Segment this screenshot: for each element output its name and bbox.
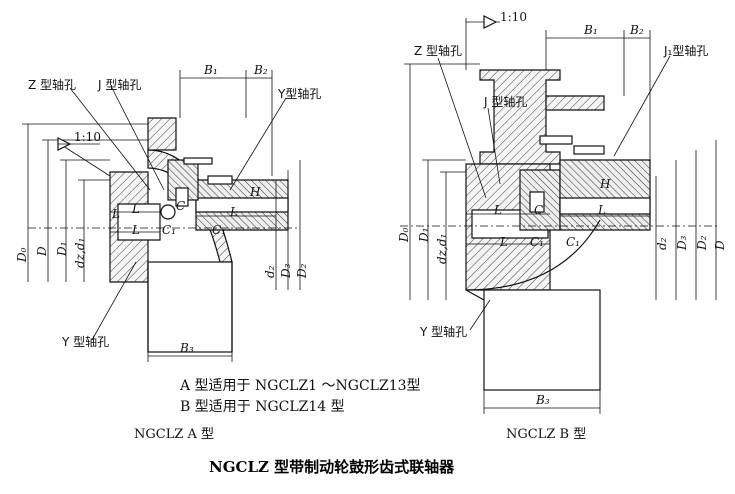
fig-a-y-bore-bottom-label: Y 型轴孔 — [62, 335, 110, 349]
applicability-note-a: A 型适用于 NGCLZ1 ～NGCLZ13型 — [180, 378, 421, 394]
fig-a-dim-l2: L — [230, 205, 238, 219]
figure-b-drawing — [400, 15, 720, 414]
fig-a-j-bore-label: J 型轴孔 — [98, 78, 142, 92]
fig-a-dim-d: D — [35, 246, 49, 256]
fig-b-j1-bore-label: J₁型轴孔 — [664, 44, 709, 58]
fig-a-dim-b3: B₃ — [180, 341, 194, 355]
fig-b-dim-b1: B₁ — [584, 23, 598, 37]
fig-a-dim-c2: C₁ — [212, 223, 226, 237]
fig-b-dim-h: H — [600, 177, 611, 191]
fig-b-dim-b3: B₃ — [536, 393, 550, 407]
fig-a-dim-d0: D₀ — [15, 247, 29, 262]
fig-b-dim-dzd1: dz,d₁ — [435, 233, 449, 264]
figure-b-caption: NGCLZ B 型 — [506, 427, 587, 442]
fig-a-dim-l4: L — [112, 207, 120, 221]
fig-b-dim-l3: L — [500, 235, 508, 249]
applicability-note-b: B 型适用于 NGCLZ14 型 — [180, 399, 345, 415]
fig-a-dim-d2: D₂ — [295, 263, 309, 278]
fig-b-dim-d: D — [713, 240, 727, 250]
shaft-body-a — [147, 261, 233, 353]
shaft-body-b — [483, 289, 601, 391]
fig-b-dim-d3: D₃ — [675, 235, 689, 250]
fig-a-taper-label: 1:10 — [74, 130, 101, 144]
fig-a-y-bore-top-label: Y型轴孔 — [278, 87, 322, 101]
fig-a-dim-h: H — [250, 185, 261, 199]
hub-right-b — [559, 159, 651, 231]
brake-drum-a — [147, 117, 177, 151]
fig-a-dim-c1: C₁ — [162, 223, 176, 237]
figure-title: NGCLZ 型带制动轮鼓形齿式联轴器 — [209, 458, 455, 476]
figure-a-caption: NGCLZ A 型 — [134, 427, 215, 442]
figure-a-drawing — [22, 70, 301, 362]
fig-b-z-bore-label: Z 型轴孔 — [414, 44, 463, 58]
fig-b-taper-label: 1:10 — [500, 10, 527, 24]
brake-drum-b — [479, 69, 561, 165]
fig-b-j-bore-label: J 型轴孔 — [484, 95, 528, 109]
fig-a-dim-l3: L — [132, 223, 140, 237]
fig-a-dim-b2: B₂ — [254, 63, 268, 77]
fig-a-dim-c3: C — [176, 199, 186, 213]
fig-a-dim-d2-small: d₂ — [263, 265, 277, 279]
fig-b-dim-b2: B₂ — [630, 23, 644, 37]
fig-b-dim-l1: L — [494, 203, 502, 217]
fig-b-y-bore-label: Y 型轴孔 — [420, 325, 468, 339]
fig-b-dim-c2: C₁ — [566, 235, 580, 249]
fig-b-dim-d1: D₁ — [417, 227, 431, 242]
taper-mark-b — [483, 15, 498, 29]
fig-b-dim-c1: C₁ — [530, 235, 544, 249]
fig-b-dim-d2-small: d₂ — [655, 237, 669, 251]
fig-b-dim-c3: C — [534, 203, 544, 217]
fig-a-dim-dzd1: dz,d₁ — [73, 237, 87, 268]
fig-a-dim-d1: D₁ — [55, 241, 69, 256]
fig-a-z-bore-label: Z 型轴孔 — [28, 78, 77, 92]
fig-a-dim-l1: L — [132, 202, 140, 216]
fig-b-dim-l2: L — [598, 203, 606, 217]
fig-b-dim-d2: D₂ — [695, 235, 709, 250]
fig-a-dim-d3: D₃ — [279, 263, 293, 278]
fig-a-dim-b1: B₁ — [204, 63, 218, 77]
fig-b-dim-d0: D₀ — [397, 227, 411, 242]
